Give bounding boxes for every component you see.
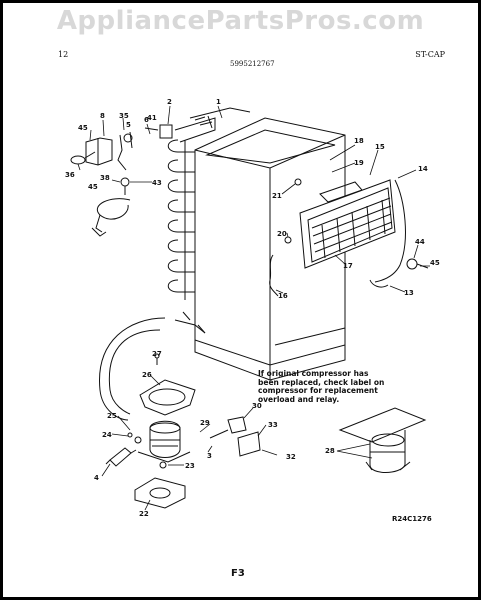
header-section-code: ST-CAP bbox=[415, 50, 445, 59]
compressor bbox=[137, 420, 191, 463]
callout-23: 23 bbox=[185, 462, 195, 470]
fan-motor bbox=[406, 258, 429, 270]
callout-36: 36 bbox=[65, 171, 75, 179]
header-page-number: 12 bbox=[58, 50, 69, 59]
drier bbox=[105, 447, 137, 467]
capillary-tube bbox=[269, 254, 279, 297]
back-condenser-coil bbox=[167, 107, 251, 300]
callout-26: 26 bbox=[142, 371, 152, 379]
callout-19: 19 bbox=[354, 159, 364, 167]
callout-14: 14 bbox=[418, 165, 428, 173]
callout-22: 22 bbox=[139, 510, 149, 518]
defrost-timer bbox=[144, 124, 173, 139]
callout-4: 4 bbox=[94, 474, 99, 482]
drain-hose bbox=[99, 311, 206, 421]
callout-16: 16 bbox=[278, 292, 288, 300]
callout-27: 27 bbox=[152, 350, 162, 358]
callout-28: 28 bbox=[325, 447, 335, 455]
condenser-tubing bbox=[369, 179, 406, 288]
callout-21: 21 bbox=[272, 192, 282, 200]
replacement-compressor bbox=[338, 407, 427, 473]
compressor-replacement-note: If original compressor has been replaced… bbox=[258, 369, 385, 404]
callout-41: 41 bbox=[147, 114, 157, 122]
light-socket bbox=[70, 151, 96, 165]
callout-29: 29 bbox=[200, 419, 210, 427]
watermark: AppliancePartsPros.com bbox=[56, 6, 425, 36]
condenser-assembly bbox=[299, 179, 396, 269]
callout-43: 43 bbox=[152, 179, 162, 187]
power-cord bbox=[91, 198, 131, 237]
callout-38: 38 bbox=[100, 174, 110, 182]
callout-8: 8 bbox=[100, 112, 105, 120]
callout-24: 24 bbox=[102, 431, 112, 439]
callout-1: 1 bbox=[216, 98, 221, 106]
leader-lines bbox=[77, 105, 430, 511]
callout-45-upper: 45 bbox=[78, 124, 88, 132]
callout-18: 18 bbox=[354, 137, 364, 145]
callout-6: 6 bbox=[144, 116, 149, 124]
callout-labels: 1 2 3 4 5 6 8 13 14 15 16 17 18 19 20 21… bbox=[65, 98, 440, 518]
wire-connector bbox=[120, 177, 130, 195]
cold-control-bracket bbox=[85, 137, 113, 166]
callout-25: 25 bbox=[107, 412, 117, 420]
callout-3: 3 bbox=[207, 452, 212, 460]
callout-17: 17 bbox=[343, 262, 353, 270]
compressor-mounts bbox=[127, 432, 167, 469]
drain-pan bbox=[139, 353, 196, 416]
callout-44: 44 bbox=[415, 238, 425, 246]
callout-15: 15 bbox=[375, 143, 385, 151]
relay-overload bbox=[209, 416, 261, 457]
callout-35: 35 bbox=[119, 112, 129, 120]
diagram-reference-code: R24C1276 bbox=[392, 515, 432, 523]
callout-2: 2 bbox=[167, 98, 172, 106]
page-identifier: F3 bbox=[231, 568, 245, 579]
callout-33: 33 bbox=[268, 421, 278, 429]
wire-harness bbox=[117, 131, 133, 171]
header-model-number: 5995212767 bbox=[230, 60, 275, 68]
callout-45-right: 45 bbox=[430, 259, 440, 267]
callout-20: 20 bbox=[277, 230, 287, 238]
refrigerator-cabinet bbox=[194, 117, 346, 381]
compressor-base bbox=[134, 477, 186, 509]
callout-45-lower: 45 bbox=[88, 183, 98, 191]
callout-5: 5 bbox=[126, 121, 131, 129]
callout-32: 32 bbox=[286, 453, 296, 461]
callout-13: 13 bbox=[404, 289, 414, 297]
callout-30: 30 bbox=[252, 402, 262, 410]
